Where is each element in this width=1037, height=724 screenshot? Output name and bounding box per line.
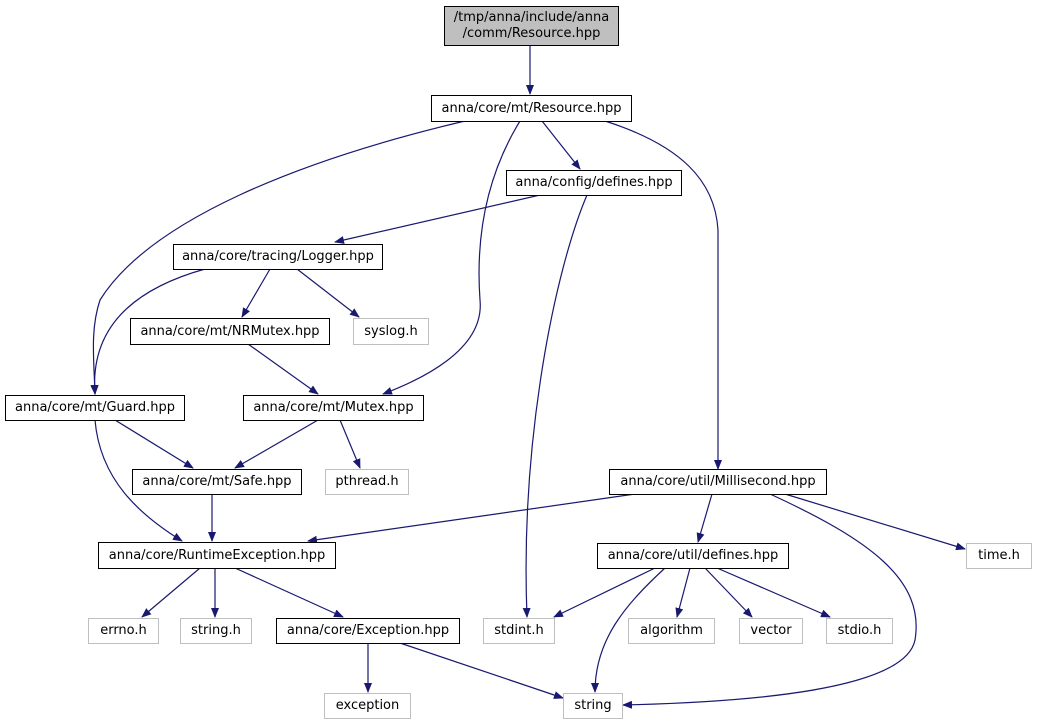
edge-util-defines-to-stdint — [553, 567, 656, 618]
edge-guard-to-runtime-exception — [94, 419, 183, 542]
edge-exception-hpp-to-string — [399, 642, 564, 699]
nrmutex-node[interactable]: anna/core/mt/NRMutex.hpp — [130, 318, 330, 345]
mt-resource-node[interactable]: anna/core/mt/Resource.hpp — [431, 95, 632, 122]
edge-mt-resource-to-config-defines — [541, 120, 581, 170]
edge-util-defines-to-stdio — [716, 567, 831, 618]
edge-nrmutex-to-mutex — [247, 343, 319, 395]
safe-node[interactable]: anna/core/mt/Safe.hpp — [132, 469, 302, 495]
string-h-node[interactable]: string.h — [180, 618, 252, 644]
util-defines-node[interactable]: anna/core/util/defines.hpp — [597, 543, 789, 569]
exception-node[interactable]: exception — [324, 693, 411, 719]
root-file-path-line2: /comm/Resource.hpp — [462, 26, 601, 41]
edge-millisecond-to-string — [622, 493, 917, 709]
errno-node[interactable]: errno.h — [88, 618, 159, 644]
edge-millisecond-to-time — [784, 493, 966, 551]
millisecond-node[interactable]: anna/core/util/Millisecond.hpp — [609, 469, 827, 495]
edge-mutex-to-safe — [234, 419, 319, 469]
time-node[interactable]: time.h — [966, 543, 1032, 569]
edge-logger-to-guard — [90, 268, 206, 395]
guard-node[interactable]: anna/core/mt/Guard.hpp — [5, 395, 185, 421]
edge-millisecond-to-util-defines — [696, 493, 713, 543]
vector-node[interactable]: vector — [739, 618, 803, 644]
edge-runtime-exception-to-errno — [141, 567, 201, 618]
runtime-exception-node[interactable]: anna/core/RuntimeException.hpp — [98, 542, 336, 569]
mutex-node[interactable]: anna/core/mt/Mutex.hpp — [243, 395, 424, 421]
edge-millisecond-to-runtime-exception — [307, 493, 636, 544]
root-file-node[interactable]: /tmp/anna/include/anna /comm/Resource.hp… — [444, 6, 619, 46]
edge-mt-resource-to-millisecond — [604, 120, 722, 470]
edge-util-defines-to-string — [591, 567, 666, 693]
edge-util-defines-to-vector — [704, 567, 753, 618]
syslog-node[interactable]: syslog.h — [353, 318, 429, 345]
edge-logger-to-syslog — [296, 268, 360, 318]
edge-config-defines-to-stdint — [522, 194, 588, 618]
string-node[interactable]: string — [563, 693, 623, 719]
pthread-node[interactable]: pthread.h — [325, 469, 409, 495]
edge-mutex-to-pthread — [339, 419, 361, 469]
edge-util-defines-to-algorithm — [675, 567, 691, 618]
exception-hpp-node[interactable]: anna/core/Exception.hpp — [276, 618, 460, 644]
stdint-node[interactable]: stdint.h — [483, 618, 555, 644]
edge-config-defines-to-logger — [334, 194, 541, 244]
config-defines-node[interactable]: anna/config/defines.hpp — [506, 170, 682, 196]
logger-node[interactable]: anna/core/tracing/Logger.hpp — [173, 244, 383, 270]
edge-mt-resource-to-guard — [90, 120, 466, 395]
stdio-node[interactable]: stdio.h — [826, 618, 893, 644]
edge-mt-resource-to-mutex — [382, 120, 521, 395]
edge-guard-to-safe — [114, 419, 194, 469]
edge-runtime-exception-to-exception-hpp — [234, 567, 344, 618]
root-file-path-line1: /tmp/anna/include/anna — [453, 10, 610, 25]
edge-logger-to-nrmutex — [241, 268, 271, 318]
algorithm-node[interactable]: algorithm — [628, 618, 715, 644]
